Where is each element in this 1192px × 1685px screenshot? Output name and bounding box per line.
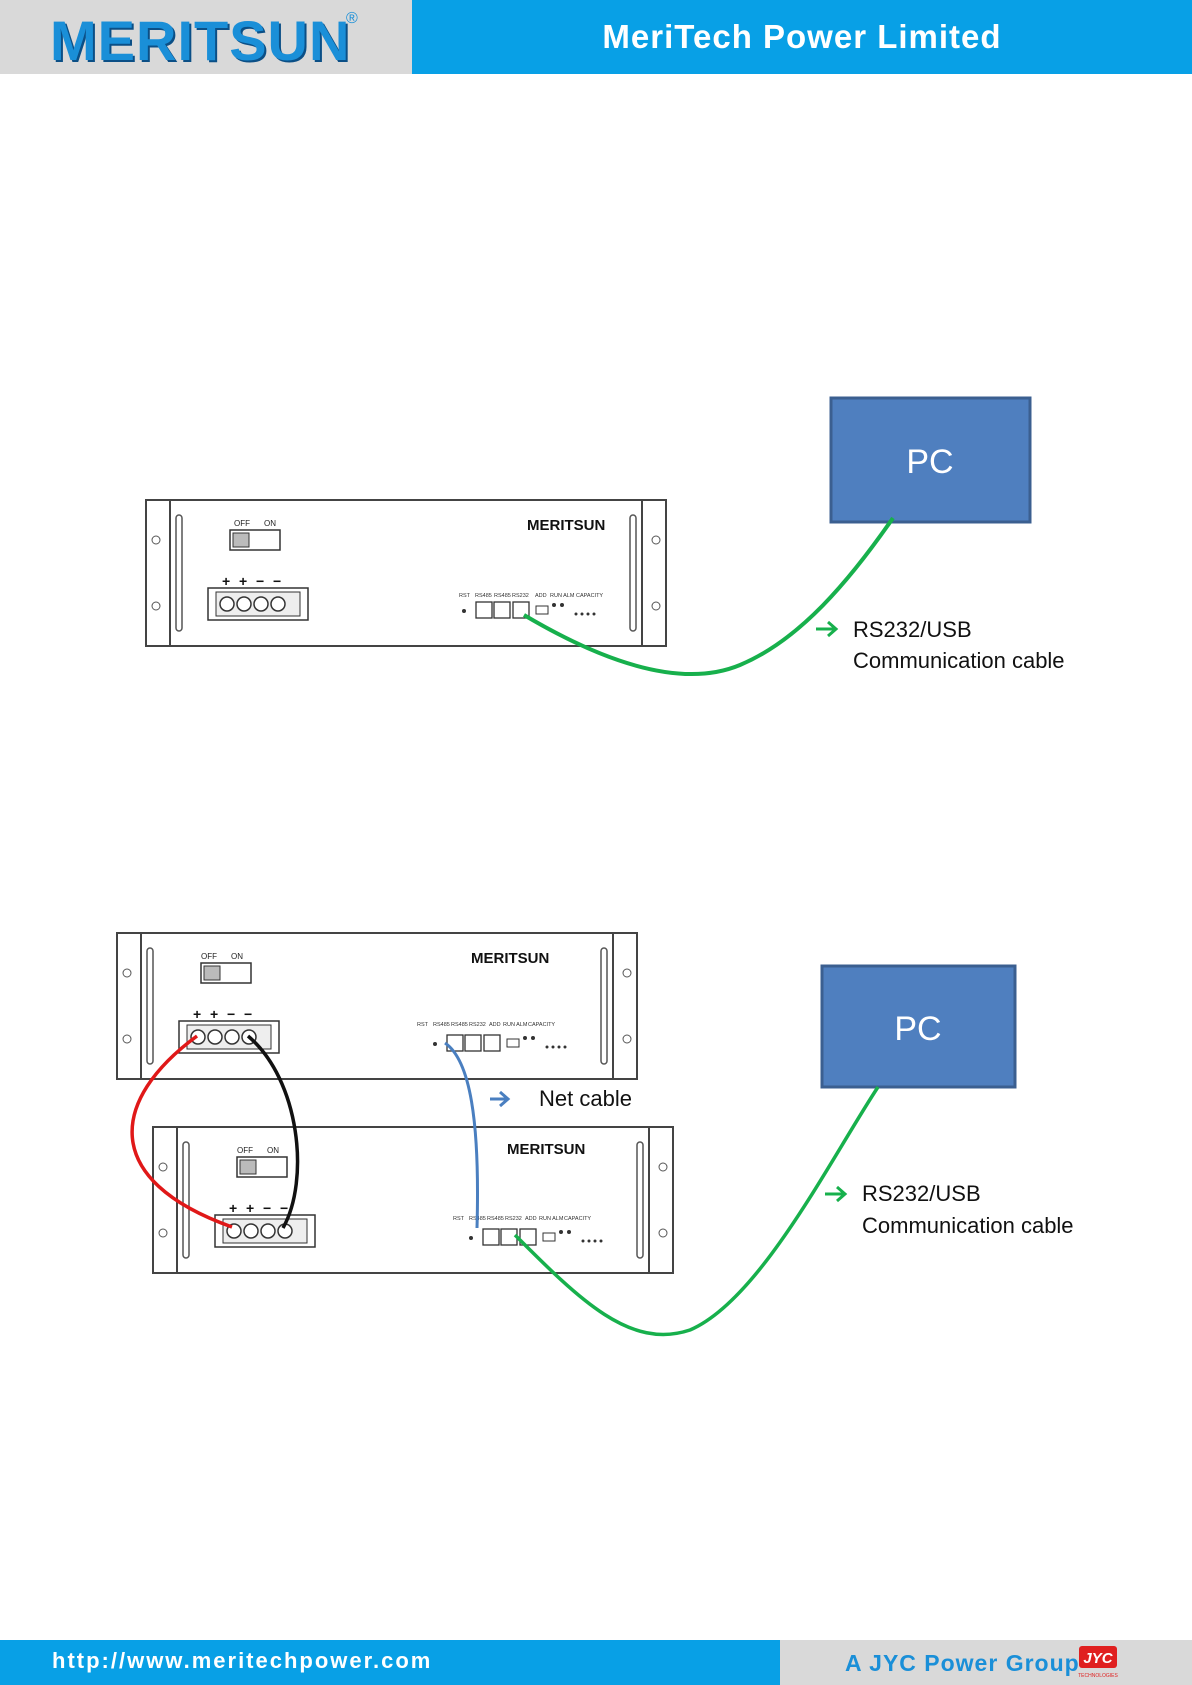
led-capacity: CAPACITY [576,593,603,599]
diagram1-pc-box: PC [829,396,1032,524]
port-rs485-b: RS485 [494,593,511,599]
footer-url-bar: http://www.meritechpower.com [0,1640,780,1685]
port-add-top: ADD [489,1022,501,1028]
port-rs232: RS232 [512,593,529,599]
switch-off-label: OFF [234,519,250,528]
footer-group-area: A JYC Power Group JYC TECHNOLOGIES [780,1640,1192,1685]
terminal-minus-1-top: − [227,1006,235,1022]
terminal-plus-1-bottom: + [229,1200,237,1216]
terminal-plus-2: + [239,573,247,589]
port-rs485-a-top: RS485 [433,1022,450,1028]
port-rs232-bottom: RS232 [505,1216,522,1222]
port-add-bottom: ADD [525,1216,537,1222]
header-brand-area: MERITSUN ® [0,0,412,74]
port-rst: RST [459,593,471,599]
port-rst-bottom: RST [453,1216,465,1222]
port-rs232-top: RS232 [469,1022,486,1028]
jyc-logo-icon: JYC TECHNOLOGIES [1078,1646,1119,1679]
led-run-alm-bottom: RUN ALM [539,1216,564,1222]
switch-on-label-top: ON [231,952,243,961]
diagram2-cable-label-line2: Communication cable [862,1213,1074,1238]
led-run-alm-top: RUN ALM [503,1022,528,1028]
brand-logo: MERITSUN [50,9,351,72]
diagram2-pc-box: PC [820,964,1017,1089]
pc-label-2: PC [894,1010,941,1048]
group-label: A JYC Power Group [845,1650,1080,1676]
panel-brand: MERITSUN [527,517,605,534]
terminal-plus-2-top: + [210,1006,218,1022]
diagram2-net-arrow-icon [490,1090,511,1108]
switch-on-label: ON [264,519,276,528]
led-capacity-top: CAPACITY [528,1022,555,1028]
pc-label: PC [906,443,953,481]
switch-on-label-bottom: ON [267,1146,279,1155]
diagram2-net-cable [444,1041,480,1229]
jyc-logo-text: JYC [1083,1650,1113,1667]
port-rs485-b-top: RS485 [451,1022,468,1028]
diagram1-green-cable [522,516,895,677]
port-rs485-b-bottom: RS485 [487,1216,504,1222]
diagram1-cable-arrow-icon [816,620,839,638]
diagram2-cable-label-line1: RS232/USB [862,1181,981,1206]
led-capacity-bottom: CAPACITY [564,1216,591,1222]
jyc-logo-subtext: TECHNOLOGIES [1078,1673,1118,1679]
registered-mark: ® [346,10,358,27]
diagram1-battery-panel: MERITSUN OFF ON + + − − RST RS485 RS485 … [145,499,667,647]
header-company-bar: MeriTech Power Limited [412,0,1192,74]
diagram2-net-cable-label: Net cable [539,1086,632,1111]
terminal-minus-1-bottom: − [263,1200,271,1216]
switch-off-label-top: OFF [201,952,217,961]
company-name: MeriTech Power Limited [602,18,1002,55]
diagram2-black-power-cable [246,1034,300,1229]
diagram2-battery-panel-bottom: MERITSUN OFF ON + + − − RST RS485 RS485 … [152,1126,674,1274]
diagram1-cable-label-line1: RS232/USB [853,617,972,642]
port-rst-top: RST [417,1022,429,1028]
diagram2-cable-arrow-icon [825,1185,848,1203]
panel-brand-bottom: MERITSUN [507,1141,585,1158]
diagram2-red-power-cable [130,1034,233,1229]
terminal-minus-2-bottom: − [280,1200,288,1216]
switch-off-label-bottom: OFF [237,1146,253,1155]
terminal-minus-2: − [273,573,281,589]
website-link[interactable]: http://www.meritechpower.com [52,1648,433,1673]
terminal-plus-2-bottom: + [246,1200,254,1216]
diagram1-cable-label-line2: Communication cable [853,648,1065,673]
diagram2-green-cable [513,1086,880,1337]
terminal-minus-1: − [256,573,264,589]
port-add: ADD [535,593,547,599]
terminal-minus-2-top: − [244,1006,252,1022]
diagram2-battery-panel-top: MERITSUN OFF ON + + − − RST RS485 RS485 … [116,932,638,1080]
terminal-plus-1: + [222,573,230,589]
panel-brand-top: MERITSUN [471,950,549,967]
port-rs485-a: RS485 [475,593,492,599]
terminal-plus-1-top: + [193,1006,201,1022]
led-run-alm: RUN ALM [550,593,575,599]
